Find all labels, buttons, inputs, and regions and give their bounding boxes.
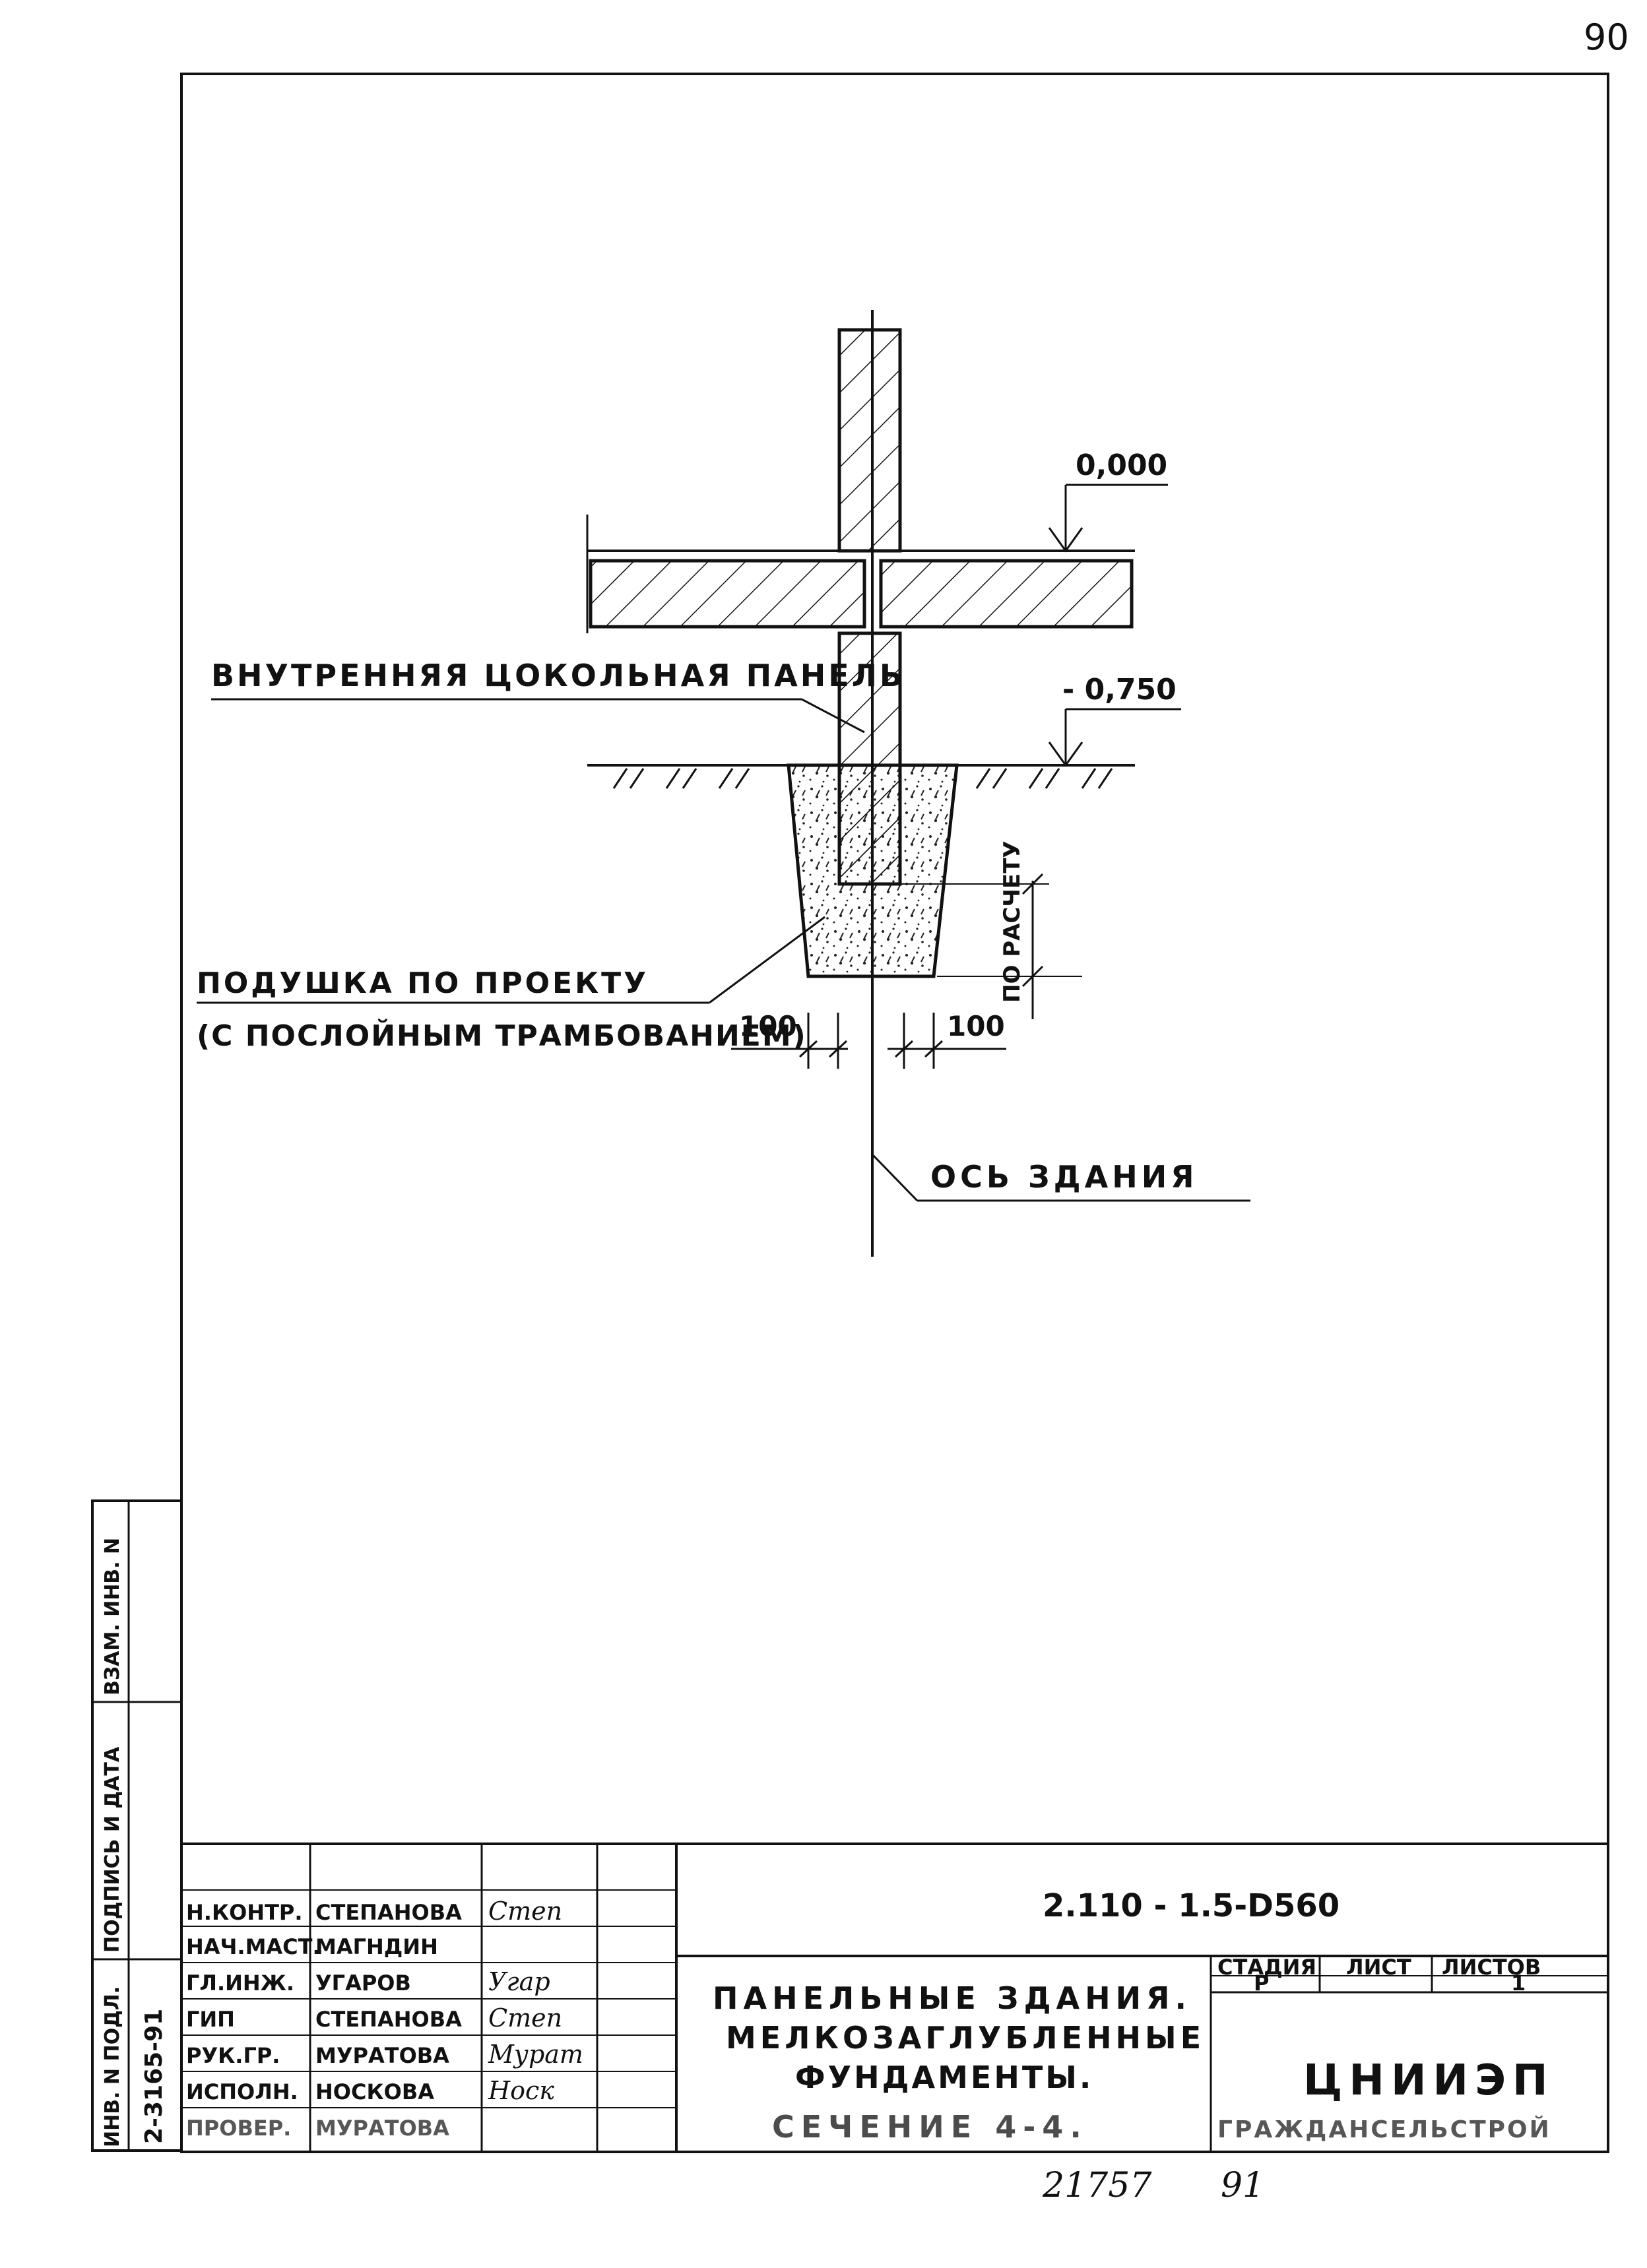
page-number: 90 bbox=[1584, 16, 1629, 58]
floor-slab-left bbox=[589, 559, 866, 629]
floor-slab-right bbox=[879, 559, 1134, 629]
role-label: ИСПОЛН. bbox=[186, 2079, 298, 2104]
title-block: Н.КОНТР. СТЕПАНОВА Степ НАЧ.МАСТ. МАГНДИ… bbox=[180, 1843, 1609, 2153]
sheet-header: ЛИСТ bbox=[1346, 1955, 1411, 1980]
dim-left-label: 100 bbox=[739, 1010, 797, 1042]
role-name: МУРАТОВА bbox=[315, 2043, 449, 2068]
role-signature: Угар bbox=[488, 1967, 550, 1996]
title-line: ФУНДАМЕНТЫ. bbox=[795, 2060, 1093, 2095]
document-code: 2.110 - 1.5-D560 bbox=[1043, 1887, 1340, 1924]
panel-label: ВНУТРЕННЯЯ ЦОКОЛЬНАЯ ПАНЕЛЬ bbox=[211, 658, 905, 693]
title-line: ПАНЕЛЬНЫЕ ЗДАНИЯ. bbox=[713, 1980, 1192, 2016]
role-signature: Мурат bbox=[488, 2040, 583, 2069]
side-signature-header: ПОДПИСЬ И ДАТА bbox=[101, 1746, 124, 1953]
cushion-label-1: ПОДУШКА ПО ПРОЕКТУ bbox=[197, 966, 649, 1000]
title-line: СЕЧЕНИЕ 4-4. bbox=[772, 2109, 1088, 2145]
org-name: ЦНИИЭП bbox=[1303, 2056, 1555, 2105]
role-name: СТЕПАНОВА bbox=[315, 1900, 462, 1925]
level-top-label: 0,000 bbox=[1076, 449, 1167, 482]
side-inv-header: ИНВ. N ПОДЛ. bbox=[101, 1986, 124, 2147]
axis-label: ОСЬ ЗДАНИЯ bbox=[930, 1159, 1198, 1195]
role-label: ПРОВЕР. bbox=[186, 2116, 291, 2141]
footer-year: 91 bbox=[1221, 2166, 1264, 2205]
sheets-header: ЛИСТОВ bbox=[1442, 1955, 1541, 1980]
role-name: СТЕПАНОВА bbox=[315, 2007, 462, 2032]
role-signature: Носк bbox=[488, 2076, 554, 2105]
role-label: ГЛ.ИНЖ. bbox=[186, 1970, 294, 1996]
role-label: ГИП bbox=[186, 2007, 235, 2032]
role-name: НОСКОВА bbox=[315, 2079, 434, 2104]
stage-value: Р bbox=[1254, 1970, 1269, 1996]
title-line: МЕЛКОЗАГЛУБЛЕННЫЕ bbox=[726, 2020, 1205, 2056]
dim-vertical-label: ПО РАСЧЕТУ bbox=[999, 841, 1025, 1003]
role-name: УГАРОВ bbox=[315, 1970, 411, 1996]
cushion-label-2: (С ПОСЛОЙНЫМ ТРАМБОВАНИЕМ) bbox=[197, 1018, 807, 1053]
side-stamp: ВЗАМ. ИНВ. N ПОДПИСЬ И ДАТА ИНВ. N ПОДЛ.… bbox=[91, 1499, 183, 2152]
role-signature: Степ bbox=[488, 2003, 562, 2032]
footer-number: 21757 bbox=[1042, 2166, 1152, 2205]
org-sub: ГРАЖДАНСЕЛЬСТРОЙ bbox=[1217, 2116, 1551, 2143]
roles-table: Н.КОНТР. СТЕПАНОВА Степ НАЧ.МАСТ. МАГНДИ… bbox=[186, 1897, 583, 2141]
level-bottom-label: - 0,750 bbox=[1062, 673, 1177, 707]
dim-right-label: 100 bbox=[947, 1010, 1005, 1042]
role-name: МУРАТОВА bbox=[315, 2116, 449, 2141]
side-replaces-header: ВЗАМ. ИНВ. N bbox=[101, 1538, 124, 1695]
upper-wall-panel bbox=[837, 328, 902, 553]
sheets-value: 1 bbox=[1511, 1970, 1526, 1996]
side-inv-value: 2-3165-91 bbox=[141, 2009, 168, 2144]
role-signature: Степ bbox=[488, 1897, 562, 1926]
role-label: НАЧ.МАСТ. bbox=[186, 1934, 321, 1959]
section-drawing: 0,000 - 0,750 ВНУТРЕННЯЯ ЦОКОЛЬНАЯ ПАНЕЛ… bbox=[197, 310, 1250, 1257]
role-label: Н.КОНТР. bbox=[186, 1900, 303, 1925]
stage-header: СТАДИЯ bbox=[1217, 1955, 1316, 1980]
role-name: МАГНДИН bbox=[315, 1934, 438, 1959]
role-label: РУК.ГР. bbox=[186, 2043, 280, 2068]
